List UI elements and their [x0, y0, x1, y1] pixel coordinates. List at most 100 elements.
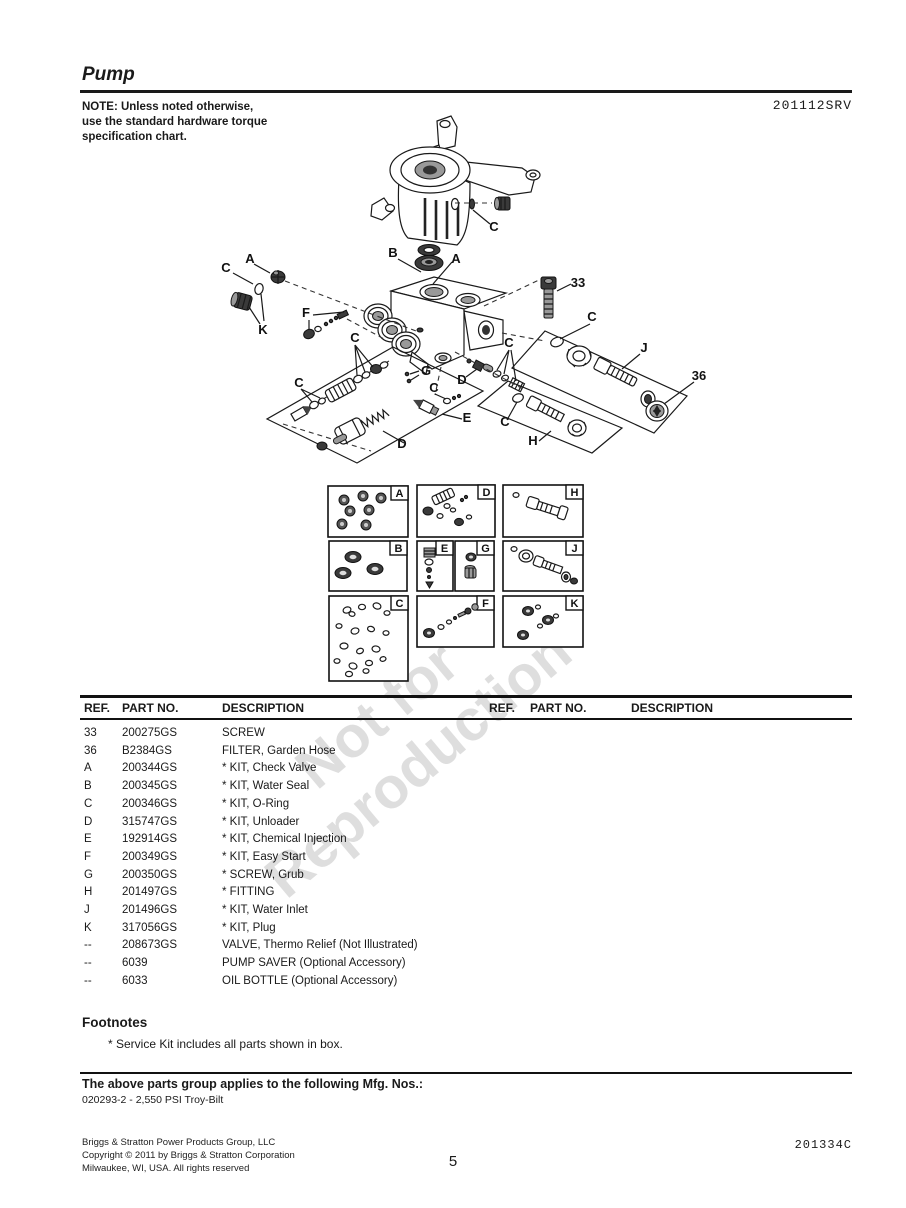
part-no-cell: 201496GS: [122, 904, 177, 917]
ref-cell: J: [84, 904, 90, 917]
kit-box-letter: K: [571, 598, 579, 610]
grub-screws: [404, 371, 412, 384]
kit-j-contents: [510, 545, 578, 585]
ref-cell: K: [84, 921, 92, 934]
part-no-cell: 192914GS: [122, 833, 177, 846]
description-cell: * KIT, O-Ring: [222, 797, 290, 810]
kit-box-k: K: [502, 595, 584, 648]
crankcase-housing: [370, 115, 541, 246]
footnotes-heading: Footnotes: [82, 1015, 148, 1030]
description-cell: * KIT, Unloader: [222, 815, 300, 828]
kit-box-letter: B: [395, 543, 403, 555]
part-no-cell: 200346GS: [122, 797, 177, 810]
col-ref: REF.: [84, 701, 111, 715]
kit-k-contents: [517, 604, 560, 640]
description-cell: * FITTING: [222, 886, 275, 899]
description-cell: * KIT, Water Inlet: [222, 904, 308, 917]
parts-table: REF. PART NO. DESCRIPTION REF. PART NO. …: [80, 695, 852, 991]
part-no-cell: 201497GS: [122, 886, 177, 899]
kit-box-g: G: [454, 540, 495, 592]
kit-box-b: B: [328, 540, 408, 592]
bolt-33: [540, 276, 557, 319]
ref-cell: G: [84, 868, 93, 881]
mfg-heading: The above parts group applies to the fol…: [82, 1077, 423, 1091]
part-label-G: G: [421, 363, 431, 378]
description-cell: PUMP SAVER (Optional Accessory): [222, 957, 406, 970]
chemical-injection-fitting: [413, 393, 462, 416]
part-label-D: D: [397, 436, 406, 451]
part-label-K: K: [258, 322, 268, 337]
mid-valve-assembly: [466, 358, 526, 393]
part-label-D: D: [457, 372, 466, 387]
page-number: 5: [448, 1153, 458, 1170]
header-group-left: REF. PART NO. DESCRIPTION: [80, 701, 466, 715]
part-label-H: H: [528, 433, 537, 448]
part-no-cell: 200345GS: [122, 780, 177, 793]
kit-box-letter: G: [481, 543, 490, 555]
fitting-assembly: [476, 380, 624, 454]
kit-box-h: H: [502, 484, 584, 538]
description-cell: FILTER, Garden Hose: [222, 744, 336, 757]
plug-k: [230, 291, 253, 311]
part-label-A: A: [451, 251, 461, 266]
table-row: H 201497GS * FITTING: [84, 884, 470, 902]
part-no-cell: 200349GS: [122, 850, 177, 863]
kit-box-letter: D: [483, 487, 491, 499]
cylinder-bores: [363, 303, 421, 357]
description-cell: * KIT, Water Seal: [222, 780, 310, 793]
col-part-no: PART NO.: [530, 701, 587, 715]
kit-g-contents: [464, 552, 477, 579]
description-cell: * KIT, Easy Start: [222, 850, 306, 863]
parts-diagram: A D: [221, 115, 706, 682]
part-label-E: E: [463, 410, 472, 425]
description-cell: * SCREW, Grub: [222, 868, 304, 881]
parts-table-header: REF. PART NO. DESCRIPTION REF. PART NO. …: [80, 698, 852, 720]
kit-box-c: C: [328, 595, 409, 682]
col-description: DESCRIPTION: [222, 701, 305, 715]
easy-start-parts: [303, 309, 350, 340]
part-no-cell: B2384GS: [122, 744, 172, 757]
note-line: use the standard hardware torque: [82, 116, 268, 128]
kit-a-contents: [336, 490, 387, 531]
part-label-C: C: [350, 330, 360, 345]
ref-cell: 33: [84, 727, 97, 739]
col-ref: REF.: [489, 701, 516, 715]
part-label-C: C: [504, 335, 514, 350]
kit-box-j: J: [502, 540, 584, 592]
torque-note: NOTE: Unless noted otherwise, use the st…: [82, 100, 267, 145]
ref-cell: D: [84, 815, 93, 828]
part-no-cell: 6033: [122, 974, 148, 987]
part-label-C: C: [489, 219, 499, 234]
kit-box-e: E: [416, 540, 454, 592]
part-label-C: C: [294, 375, 304, 390]
kit-e-contents: [423, 547, 436, 589]
kit-box-f: F: [416, 595, 495, 648]
ref-cell: --: [84, 957, 92, 970]
ref-cell: A: [84, 762, 92, 775]
unloader-kit-assembly: [265, 346, 485, 464]
part-label-C: C: [429, 380, 439, 395]
part-label-B: B: [388, 245, 397, 260]
kit-b-contents: [334, 551, 384, 579]
description-cell: * KIT, Plug: [222, 921, 276, 934]
ref-cell: H: [84, 886, 93, 899]
description-cell: * KIT, Chemical Injection: [222, 833, 347, 846]
col-description: DESCRIPTION: [631, 701, 714, 715]
ref-cell: 36: [84, 744, 97, 757]
part-label-C: C: [500, 414, 510, 429]
part-label-C: C: [587, 309, 597, 324]
